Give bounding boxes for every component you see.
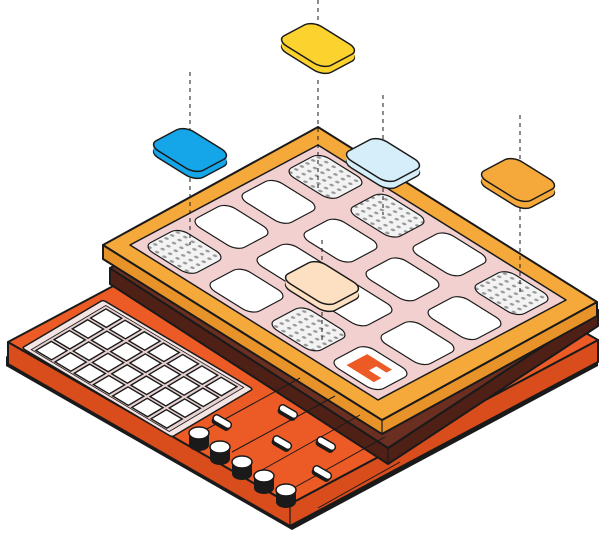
- key[interactable]: [168, 377, 199, 395]
- pad[interactable]: [423, 294, 506, 342]
- key[interactable]: [113, 387, 144, 405]
- slider-track: [261, 414, 361, 471]
- pad[interactable]: [205, 266, 288, 314]
- key[interactable]: [91, 309, 122, 327]
- pad[interactable]: [237, 178, 320, 226]
- key[interactable]: [206, 377, 237, 395]
- key[interactable]: [167, 355, 198, 373]
- slider-handle[interactable]: [314, 436, 337, 455]
- slider-track: [289, 436, 386, 491]
- key[interactable]: [150, 388, 181, 406]
- key[interactable]: [111, 343, 142, 361]
- knob[interactable]: [209, 440, 231, 465]
- key[interactable]: [169, 399, 200, 417]
- key[interactable]: [54, 331, 85, 349]
- key[interactable]: [72, 320, 103, 338]
- key[interactable]: [151, 410, 182, 428]
- key[interactable]: [149, 365, 180, 383]
- tile-orange[interactable]: [477, 156, 560, 211]
- tile-top: [281, 259, 364, 307]
- knob[interactable]: [253, 469, 275, 494]
- pad-dotted[interactable]: [470, 269, 553, 317]
- key[interactable]: [148, 343, 179, 361]
- slider-track: [317, 461, 401, 509]
- key[interactable]: [129, 332, 160, 350]
- key[interactable]: [188, 388, 219, 406]
- slider-handle[interactable]: [210, 414, 233, 433]
- knob[interactable]: [275, 483, 297, 508]
- slider-handle[interactable]: [270, 435, 293, 454]
- key[interactable]: [110, 320, 141, 338]
- pad-dotted[interactable]: [284, 153, 367, 201]
- pad-dotted[interactable]: [267, 305, 350, 353]
- logo-icon: [346, 354, 393, 383]
- tile-blue[interactable]: [149, 126, 232, 181]
- pad[interactable]: [361, 255, 444, 303]
- key[interactable]: [55, 353, 86, 371]
- knob[interactable]: [188, 426, 210, 451]
- keyboard-bed: [31, 305, 244, 431]
- slider-handle[interactable]: [276, 404, 299, 423]
- slider-handle[interactable]: [310, 465, 333, 484]
- key[interactable]: [187, 366, 218, 384]
- tile-top: [342, 136, 425, 184]
- tile-lightblue[interactable]: [342, 136, 425, 191]
- tile-yellow[interactable]: [277, 21, 360, 76]
- pad-grid: [143, 153, 553, 393]
- key[interactable]: [112, 365, 143, 383]
- key[interactable]: [93, 376, 124, 394]
- key[interactable]: [130, 354, 161, 372]
- pad[interactable]: [299, 216, 382, 264]
- key[interactable]: [74, 364, 105, 382]
- tile-peach[interactable]: [281, 259, 364, 314]
- tray: [102, 126, 598, 435]
- pad[interactable]: [190, 203, 273, 251]
- logo-shape: [346, 354, 393, 383]
- pad-dotted[interactable]: [346, 191, 429, 239]
- key[interactable]: [92, 331, 123, 349]
- tile-top: [277, 21, 360, 69]
- pad[interactable]: [408, 230, 491, 278]
- key[interactable]: [36, 341, 67, 359]
- tile-top: [477, 156, 560, 204]
- key[interactable]: [131, 376, 162, 394]
- tile-top: [149, 126, 232, 174]
- knob[interactable]: [231, 455, 253, 480]
- key[interactable]: [132, 398, 163, 416]
- pad-dotted[interactable]: [143, 228, 226, 276]
- key[interactable]: [73, 342, 104, 360]
- key[interactable]: [92, 353, 123, 371]
- pad[interactable]: [376, 319, 459, 367]
- tray-inner: [129, 144, 567, 401]
- keyboard: [22, 300, 253, 437]
- slider-track: [231, 395, 336, 453]
